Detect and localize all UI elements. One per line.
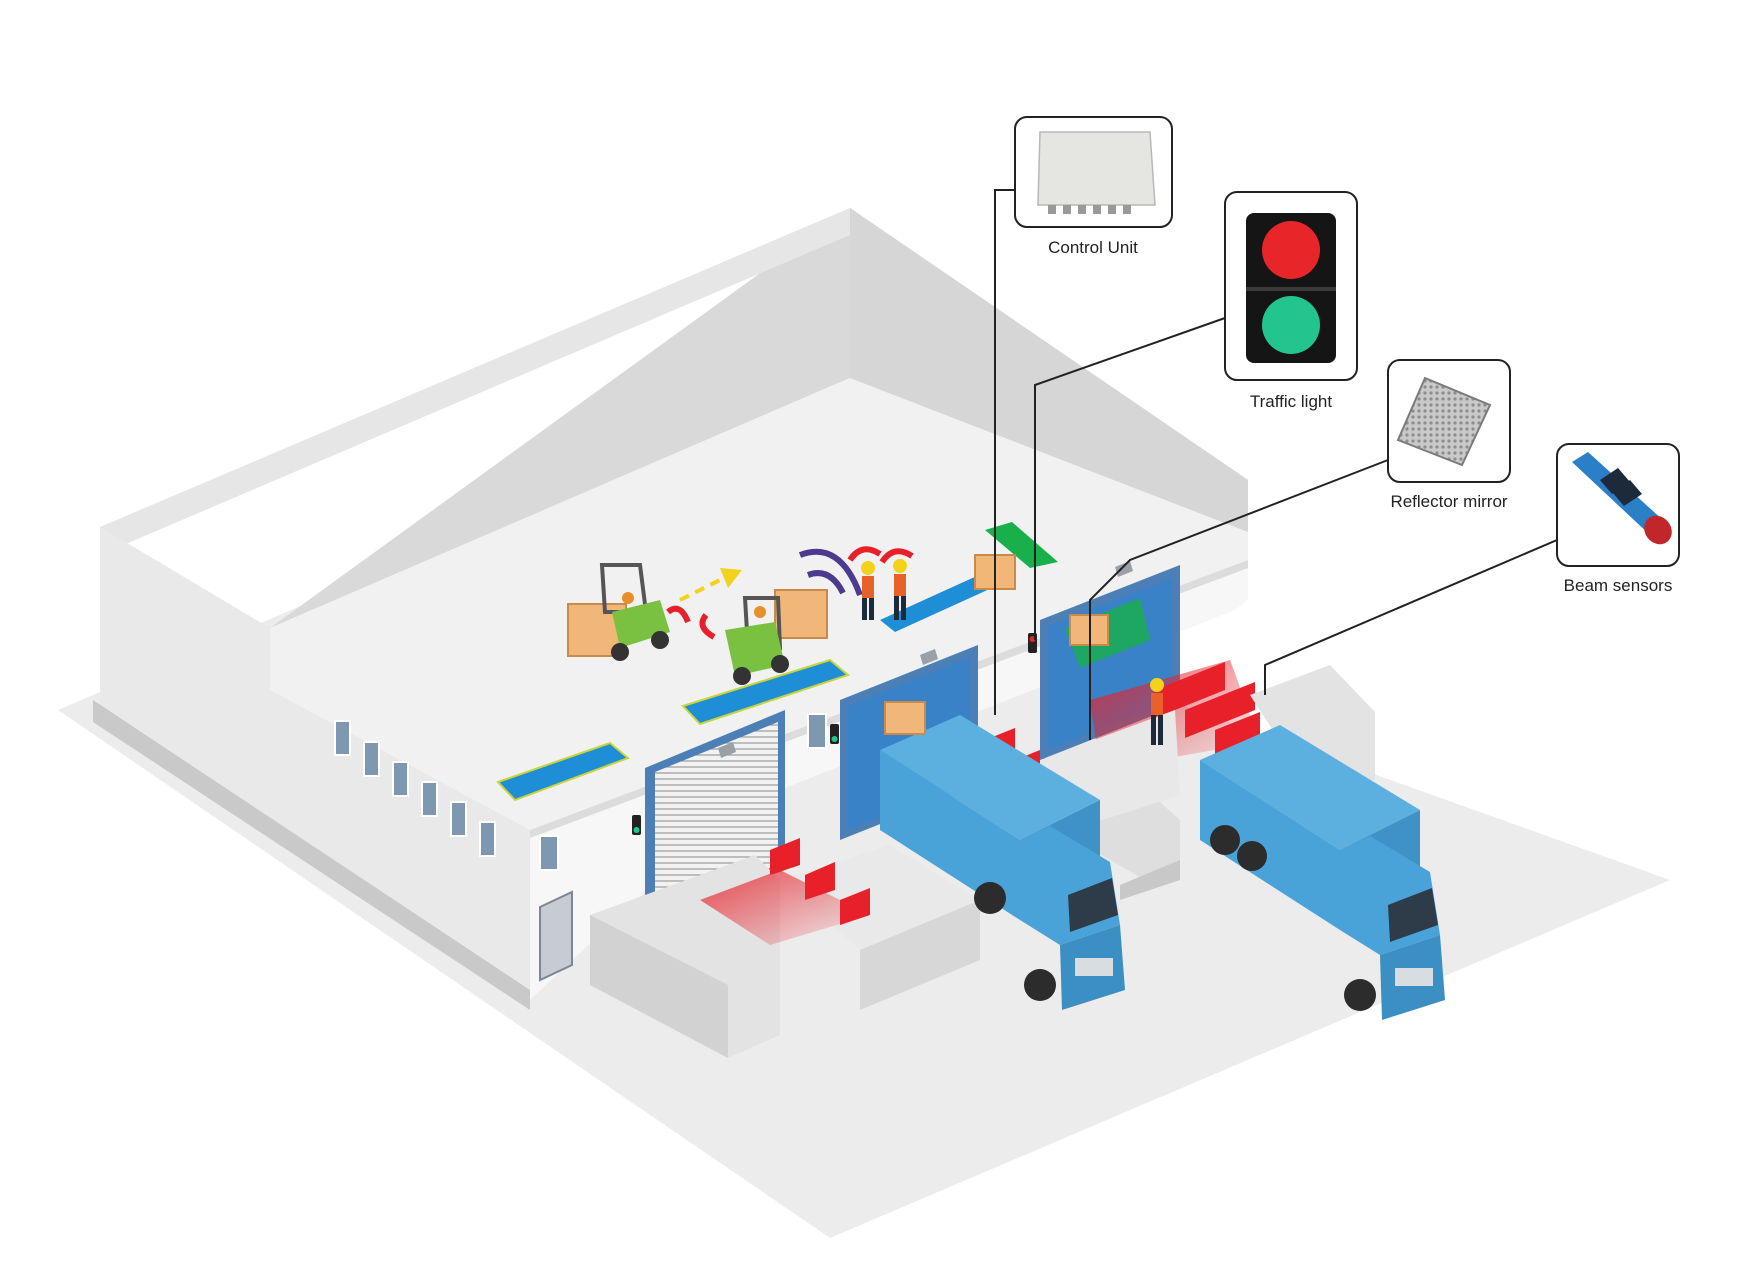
callout-reflector-mirror: Reflector mirror: [1387, 359, 1511, 511]
callout-control-unit: Control Unit: [1014, 116, 1173, 257]
dock-lamps: [718, 561, 1133, 758]
side-door: [539, 890, 573, 982]
motion-arrow: [679, 568, 742, 602]
reflector-mirror-label: Reflector mirror: [1390, 492, 1507, 511]
control-unit-icon: [1037, 131, 1156, 214]
beam-sensor-icon: [1572, 452, 1672, 545]
worker-icon: [893, 559, 907, 620]
traffic-light-label: Traffic light: [1250, 392, 1332, 411]
truck-2: [1200, 725, 1445, 1020]
worker-icon: [861, 561, 875, 620]
traffic-light-icon: [1246, 213, 1336, 363]
callout-beam-sensors: Beam sensors: [1556, 443, 1680, 595]
dock-bay-1: [590, 710, 980, 1058]
control-unit-label: Control Unit: [1048, 238, 1138, 257]
wall-windows: [334, 713, 827, 871]
callout-traffic-light: Traffic light: [1224, 191, 1358, 411]
workers: [861, 559, 1164, 745]
reflector-mirror-icon: [1396, 376, 1492, 467]
wall-traffic-lights: [632, 633, 1037, 835]
forklift-2: [725, 589, 828, 685]
worker-icon: [1150, 678, 1164, 745]
beam-sensors-label: Beam sensors: [1564, 576, 1673, 595]
truck-1: [880, 715, 1125, 1010]
floor-markings: [496, 522, 1180, 802]
callout-lines: [994, 189, 1558, 740]
forklift-1: [567, 563, 670, 661]
warning-signals: [666, 546, 914, 640]
